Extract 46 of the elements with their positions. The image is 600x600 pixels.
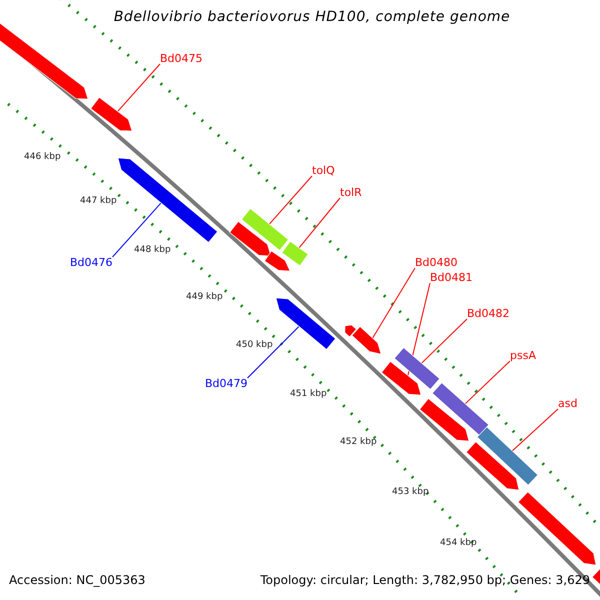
tick-label: 452 kbp	[340, 438, 377, 447]
footer-text: Accession: NC_005363	[9, 574, 146, 586]
leader-line	[372, 268, 416, 339]
gene-label: asd	[558, 398, 578, 409]
gene-label: tolR	[340, 187, 362, 198]
tick-label: 453 kbp	[392, 488, 429, 497]
gene-feature	[592, 566, 600, 586]
title: Bdellovibrio bacteriovorus HD100, complete genome	[112, 10, 512, 24]
gene-feature	[476, 426, 538, 486]
leader-line	[268, 176, 312, 225]
tick-label: 446 kbp	[24, 153, 61, 162]
gene-feature	[118, 158, 218, 243]
tick-label: 450 kbp	[236, 341, 273, 350]
gene-feature	[276, 298, 336, 350]
gene-feature	[419, 398, 470, 442]
gene-label: Bd0479	[205, 378, 248, 389]
leader-line	[117, 64, 160, 112]
gene-label: Bd0482	[467, 308, 510, 319]
gene-label: Bd0475	[160, 53, 203, 64]
gene-label: Bd0480	[415, 257, 458, 268]
gene-feature	[432, 382, 490, 436]
leader-line	[464, 360, 510, 404]
gene-feature	[351, 326, 382, 354]
gene-feature	[241, 208, 289, 251]
gene-feature	[229, 221, 272, 256]
tick-label: 454 kbp	[440, 539, 477, 548]
leader-line	[421, 318, 468, 364]
tick-label: 451 kbp	[290, 390, 327, 399]
gene-feature	[394, 347, 440, 390]
gene-feature	[281, 240, 309, 266]
leader-line	[112, 202, 162, 258]
gene-label: Bd0476	[70, 257, 113, 268]
gene-feature	[518, 491, 596, 566]
tick-label: 449 kbp	[186, 293, 223, 302]
leader-line	[298, 198, 340, 248]
tick-label: 448 kbp	[134, 246, 171, 255]
footer-text: Topology: circular; Length: 3,782,950 bp; Genes: 3,629	[260, 574, 590, 586]
gene-feature	[466, 441, 520, 490]
gene-label: Bd0481	[430, 272, 473, 283]
gene-label: pssA	[510, 350, 536, 361]
leader-line	[512, 408, 558, 452]
gene-feature	[344, 324, 357, 338]
gene-feature	[90, 96, 132, 132]
gene-label: tolQ	[312, 165, 335, 176]
leader-line	[247, 326, 300, 378]
gene-feature	[381, 361, 422, 396]
